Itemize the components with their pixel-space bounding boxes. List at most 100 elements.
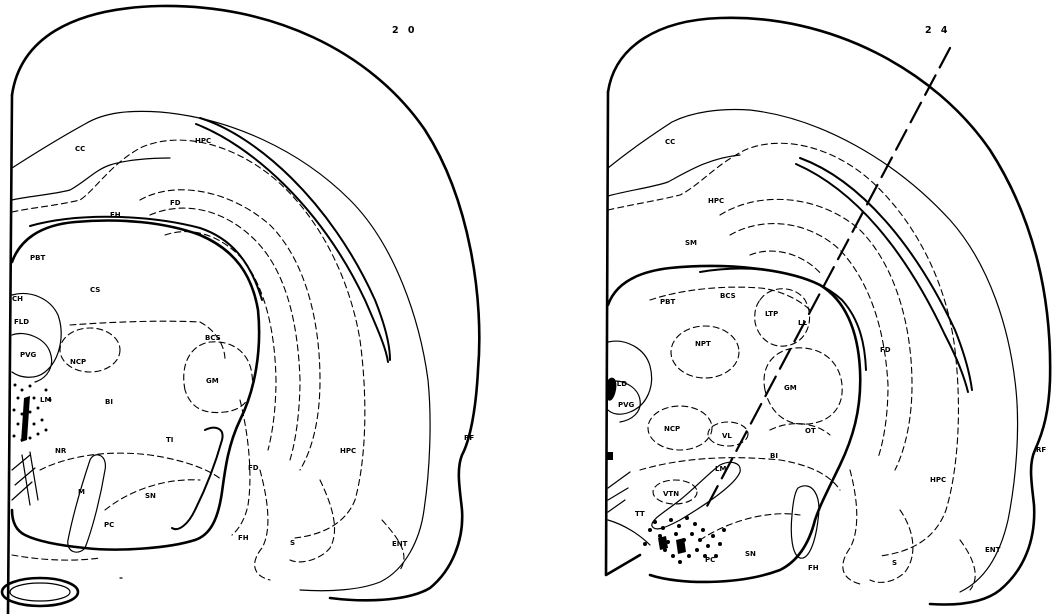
- section-24-label-bi: BI: [770, 452, 778, 460]
- section-24-fimbria: [700, 269, 866, 370]
- section-24-label-ent: ENT: [985, 546, 1001, 554]
- section-20-hpc-layer-3: [150, 208, 300, 460]
- section-20-label-cc: CC: [75, 145, 85, 153]
- section-20-hippocampal-band-2: [196, 124, 388, 362]
- section-20-cc-lower: [12, 158, 170, 200]
- section-20-label-gm: GM: [206, 377, 219, 385]
- section-20-label-bi: BI: [105, 398, 113, 406]
- section-24-ot-region: [770, 424, 830, 435]
- section-24-cc-lower: [608, 155, 740, 196]
- section-24-sn-boundary: [700, 514, 800, 540]
- section-20-hpc-layer-6: [255, 470, 270, 580]
- section-24-label-fld: FLD: [612, 380, 627, 388]
- section-24-label-pvg: PVG: [618, 401, 635, 409]
- section-24-npt-nucleus: [671, 326, 739, 378]
- section-24-hippocampal-band-2: [796, 164, 968, 392]
- section-24-label-sn: SN: [745, 550, 756, 558]
- section-20-optic-tract: [172, 428, 223, 529]
- section-24-midline: [606, 92, 640, 575]
- section-24-hpc-layer-3: [730, 224, 888, 458]
- section-24-label-tt: TT: [635, 510, 645, 518]
- section-20-ventricle-inner: [10, 583, 70, 601]
- section-24-label-pc: PC: [705, 556, 715, 564]
- section-20-number: 2 0: [392, 25, 418, 36]
- section-20-label-nr: NR: [55, 447, 67, 455]
- section-24-electrode-track: [705, 48, 950, 510]
- section-24-label-ot: OT: [805, 427, 816, 435]
- section-24-number: 2 4: [925, 25, 951, 36]
- section-24-label-rf: RF: [1036, 446, 1046, 454]
- section-20-label-ncp: NCP: [70, 358, 86, 366]
- section-24-hpc-layer-1: [608, 143, 958, 556]
- section-20-midline: [8, 95, 12, 614]
- section-24-label-ll: LL: [798, 319, 807, 327]
- section-24-hpc-layer-5: [843, 470, 860, 584]
- section-20-label-hpc-top: HPC: [195, 137, 211, 145]
- section-20-label-hpc-bottom: HPC: [340, 447, 356, 455]
- section-24-hpc-layer-2: [720, 199, 912, 470]
- section-20-label-ent: ENT: [392, 540, 408, 548]
- section-24-label-hpc-top: HPC: [708, 197, 724, 205]
- section-24: 2 4: [606, 18, 1050, 605]
- section-20-label-pbt: PBT: [30, 254, 45, 262]
- section-20-lower-boundary: [12, 555, 100, 560]
- section-24-label-bcs: BCS: [720, 292, 736, 300]
- section-20-label-bcs: BCS: [205, 334, 221, 342]
- section-24-fiber-2: [608, 520, 650, 545]
- section-24-label-cc: CC: [665, 138, 675, 146]
- section-24-thalamus-outline: [608, 266, 860, 582]
- section-20-label-fh-bottom: FH: [238, 534, 249, 542]
- section-24-hpc-layer-6: [870, 510, 913, 582]
- section-20-stipple: [13, 384, 52, 443]
- section-24-label-ncp: NCP: [664, 425, 680, 433]
- section-20-cortex-inner: [12, 111, 430, 590]
- section-24-label-s: S: [892, 559, 897, 567]
- section-20-label-fh-top: FH: [110, 211, 121, 219]
- section-24-hpc-layer-4: [750, 251, 822, 275]
- section-20-fimbria: [30, 217, 262, 300]
- section-20-label-pvg: PVG: [20, 351, 37, 359]
- section-24-label-pbt: PBT: [660, 298, 675, 306]
- section-20-bi-region: [40, 453, 222, 480]
- section-20-label-ti: TI: [166, 436, 173, 444]
- section-20-label-ch: CH: [12, 295, 23, 303]
- section-20-cs-boundary: [70, 321, 225, 360]
- section-24-label-lm: LM: [715, 465, 726, 473]
- section-20-hpc-layer-7: [290, 480, 335, 562]
- section-20-fld-outline: [12, 294, 61, 378]
- section-24-label-vl: VL: [722, 432, 732, 440]
- section-20: 2 0: [2, 6, 479, 614]
- section-20-label-pc: PC: [104, 521, 114, 529]
- section-20-thalamus-outline: [12, 221, 259, 550]
- section-24-outer-cortex: [608, 18, 1050, 605]
- section-20-hippocampal-band: [200, 118, 390, 360]
- section-24-gm-nucleus: [764, 348, 842, 424]
- section-20-label-sn: SN: [145, 492, 156, 500]
- section-20-label-fd-top: FD: [170, 199, 181, 207]
- section-20-label-m: M: [78, 488, 85, 496]
- section-20-label-lm: LM: [40, 396, 51, 404]
- section-24-label-hpc-bottom: HPC: [930, 476, 946, 484]
- section-20-hpc-layer-2: [140, 190, 320, 470]
- section-24-label-ltp: LTP: [765, 310, 778, 318]
- section-20-outer-cortex: [12, 6, 479, 600]
- section-20-label-s: S: [290, 539, 295, 547]
- section-24-label-fh: FH: [808, 564, 819, 572]
- section-20-label-cs: CS: [90, 286, 100, 294]
- section-24-label-fd: FD: [880, 346, 891, 354]
- section-24-small-square: [606, 452, 613, 460]
- section-24-label-sm: SM: [685, 239, 697, 247]
- section-20-lateral-ventricle: [2, 578, 78, 606]
- section-24-fiber-1: [608, 472, 630, 512]
- section-24-label-gm: GM: [784, 384, 797, 392]
- section-20-peduncle: [68, 455, 106, 552]
- section-20-label-rf: RF: [464, 434, 474, 442]
- section-24-label-vtn: VTN: [663, 490, 679, 498]
- section-24-bi-region: [640, 458, 840, 490]
- section-24-hpc-layer-7: [960, 540, 975, 590]
- section-20-ncp-nucleus: [60, 328, 120, 372]
- section-24-label-npt: NPT: [695, 340, 711, 348]
- section-20-label-fld: FLD: [14, 318, 29, 326]
- section-20-label-fd-bottom: FD: [248, 464, 259, 472]
